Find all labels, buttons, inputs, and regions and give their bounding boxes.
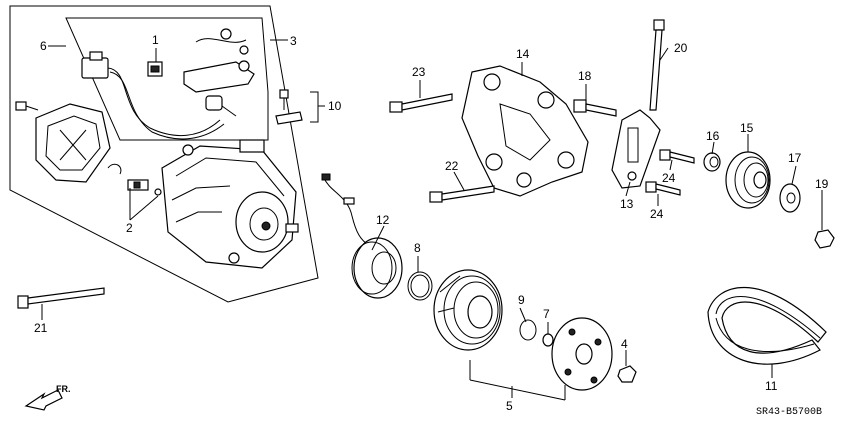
bolts-24 — [645, 149, 695, 196]
callout-16: 16 — [706, 129, 720, 143]
field-coil-part — [321, 173, 403, 299]
nut-4 — [617, 365, 637, 383]
shim-7 — [542, 333, 554, 347]
callout-20: 20 — [674, 41, 688, 55]
callout-24a: 24 — [662, 171, 676, 185]
small-connector-part — [147, 61, 163, 77]
callout-12: 12 — [376, 213, 390, 227]
nut-19 — [814, 229, 835, 249]
drive-belt-11 — [707, 286, 827, 365]
callout-15: 15 — [740, 121, 754, 135]
callout-labels: 1 2 3 4 5 6 7 8 9 10 11 12 13 14 15 16 1… — [34, 33, 829, 413]
idler-pulley-15 — [725, 151, 771, 209]
callout-22: 22 — [445, 159, 459, 173]
tensioner-bracket-13 — [611, 109, 661, 189]
callout-17: 17 — [788, 151, 802, 165]
callout-4: 4 — [621, 337, 628, 351]
clutch-pulley-part — [433, 269, 503, 351]
bolt-20 — [649, 19, 665, 111]
callout-13: 13 — [620, 197, 634, 211]
shim-ring-9 — [519, 319, 537, 341]
bolt-22 — [429, 185, 495, 203]
diagram-code: SR43-B5700B — [756, 407, 822, 418]
compressor-bracket-14 — [461, 65, 589, 197]
callout-7: 7 — [543, 307, 550, 321]
bolt-washer-part — [275, 89, 303, 125]
spacer-16 — [703, 152, 721, 172]
front-direction-arrow: FR. — [24, 384, 71, 411]
snap-ring-8 — [407, 271, 433, 301]
long-bolt-21 — [17, 287, 105, 309]
callout-18: 18 — [578, 69, 592, 83]
callout-23: 23 — [412, 65, 426, 79]
front-direction-label: FR. — [56, 384, 71, 394]
group-bracket-lines — [9, 5, 566, 401]
snap-ring-sensor-part — [107, 163, 162, 196]
compressor-body — [161, 139, 299, 269]
armature-plate-part — [551, 317, 613, 391]
callout-14: 14 — [516, 47, 530, 61]
harness-connector-part — [81, 51, 225, 140]
callout-2: 2 — [126, 221, 133, 235]
callout-3: 3 — [290, 34, 297, 48]
callout-1: 1 — [152, 33, 159, 47]
callout-5: 5 — [506, 399, 513, 413]
bolt-23 — [389, 93, 453, 113]
callout-10: 10 — [328, 99, 342, 113]
callout-6: 6 — [40, 39, 47, 53]
callout-19: 19 — [815, 177, 829, 191]
callout-21: 21 — [34, 321, 48, 335]
callout-24b: 24 — [650, 207, 664, 221]
callout-9: 9 — [518, 293, 525, 307]
callout-11: 11 — [765, 379, 778, 393]
callout-8: 8 — [414, 241, 421, 255]
bolt-18 — [573, 99, 617, 117]
sensor-bracket-part — [183, 28, 255, 117]
leader-lines — [41, 39, 823, 398]
washer-17 — [779, 183, 801, 213]
compressor-cover-plate — [15, 101, 111, 183]
